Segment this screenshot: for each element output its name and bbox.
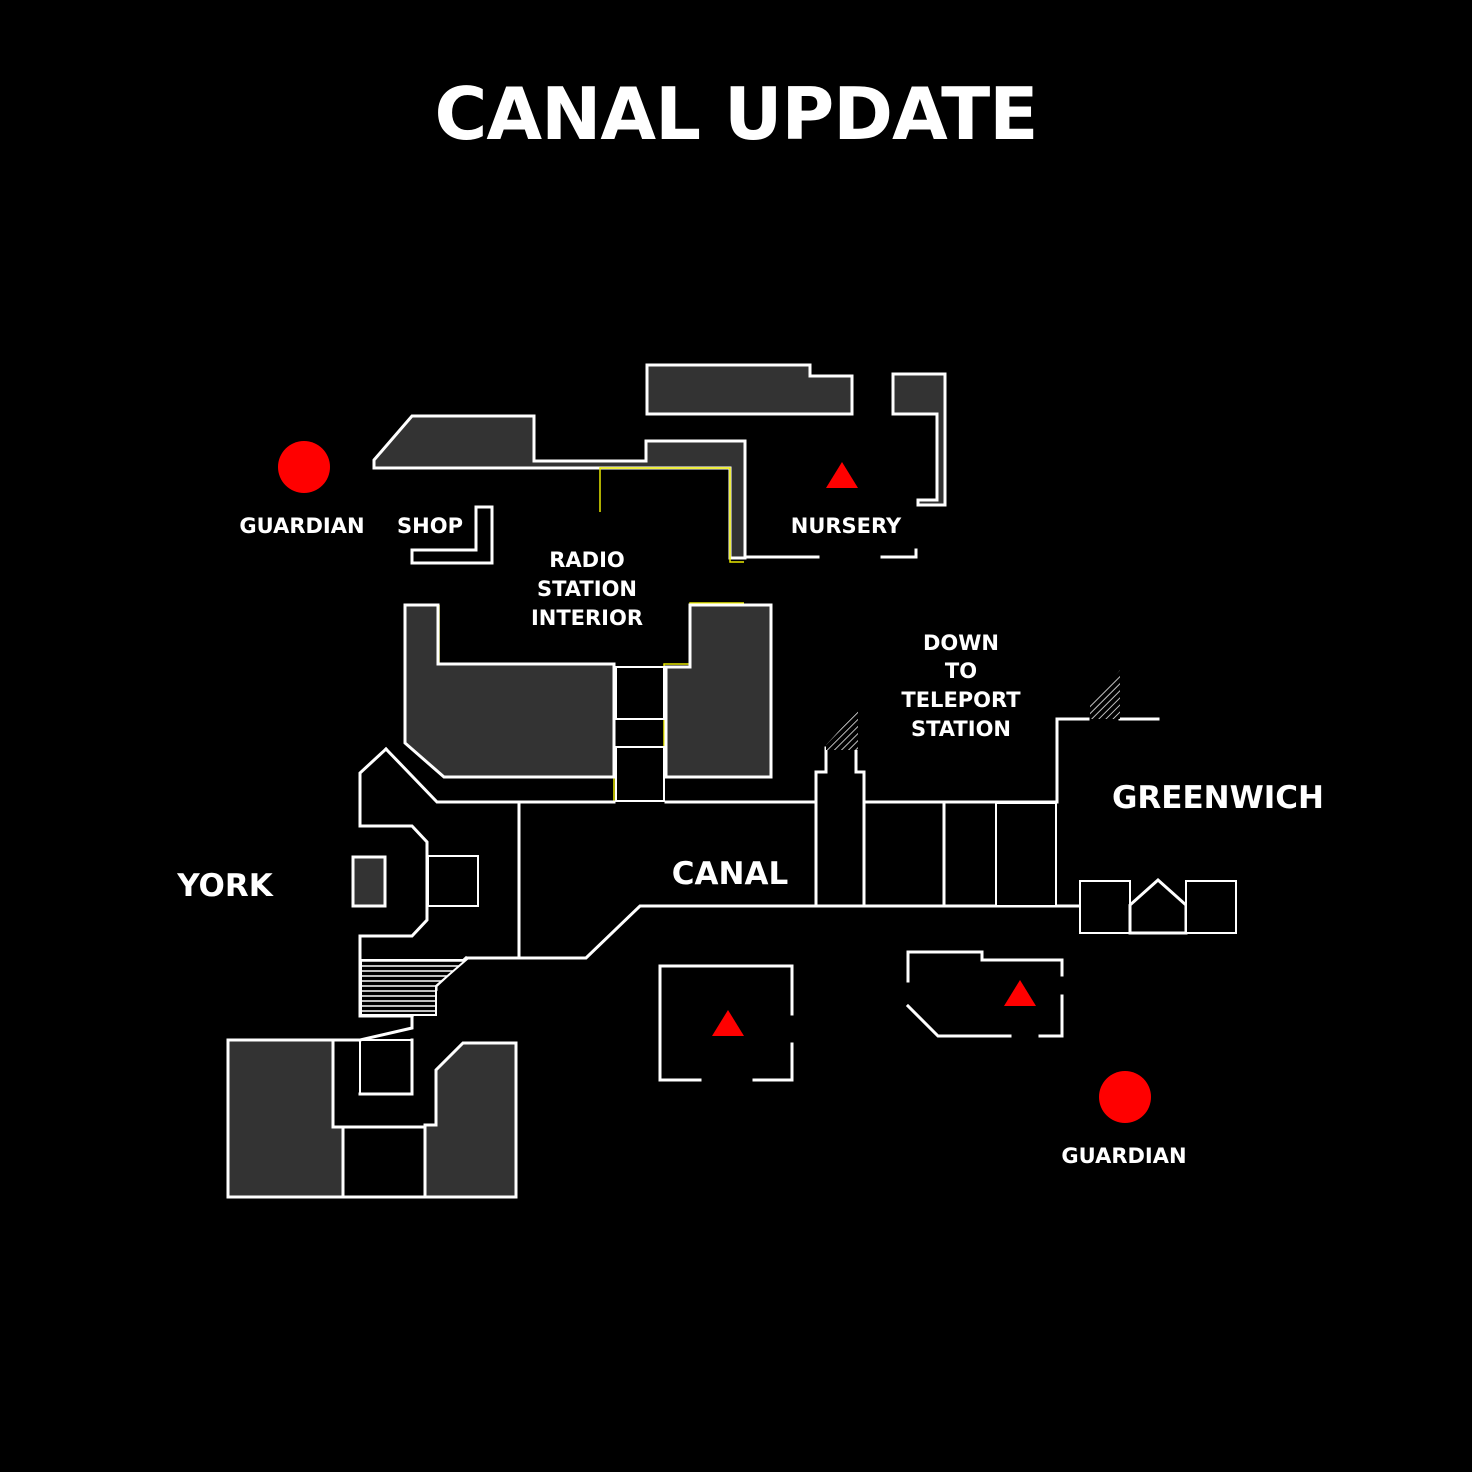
canal-corridor-south [465,904,1082,960]
label-nursery: NURSERY [791,514,902,538]
label-teleport-line-4: STATION [911,717,1011,741]
label-radio-line-1: RADIO [549,548,625,572]
label-teleport-line-2: TO [945,659,977,683]
guardian-marker-south-east [1099,1071,1151,1123]
label-teleport-line-1: DOWN [923,631,999,655]
greenwich-arch [1128,877,1188,935]
room-south-east [905,950,1064,1038]
poi-marker-south-middle [712,1010,744,1036]
stairs-radio-upper [615,666,665,720]
label-guardian-north-west: GUARDIAN [239,514,364,538]
shop-wall [410,505,494,565]
stairs-york-lower [359,1039,413,1095]
canal-divider-walls [517,800,946,960]
radio-station-wall-top [599,467,744,563]
poi-marker-nursery [826,462,858,488]
label-radio-line-3: INTERIOR [531,606,643,630]
stairs-york-south [360,959,469,1016]
room-south-middle [658,964,794,1082]
stairs-teleport-right [1090,670,1120,719]
map-title: CANAL UPDATE [434,72,1039,156]
nursery-wall [746,548,918,559]
room-radio-right [664,603,773,779]
room-south-west-left [226,1038,345,1199]
south-west-walls [331,1038,427,1199]
stairs-greenwich-left [1079,880,1131,934]
label-guardian-south-east: GUARDIAN [1061,1144,1186,1168]
label-greenwich: GREENWICH [1112,780,1324,816]
room-north-block [645,363,854,416]
stairs-canal-east [995,802,1057,907]
room-south-west-right [423,1041,518,1199]
guardian-marker-north-west [278,441,330,493]
label-radio-line-2: STATION [537,577,637,601]
stairs-teleport-left [826,710,858,750]
label-shop: SHOP [397,514,463,538]
canal-corridor-walls [383,717,1160,804]
stairs-greenwich-right [1185,880,1237,934]
stairs-york-east [427,855,479,907]
label-canal: CANAL [672,856,788,892]
room-radio-left [403,603,616,779]
label-teleport-line-3: TELEPORT [901,688,1021,712]
label-york: YORK [176,868,274,904]
poi-marker-south-east [1004,980,1036,1006]
room-nursery-block [891,372,947,507]
york-pillar [351,855,387,908]
stairs-radio-lower [615,746,665,802]
